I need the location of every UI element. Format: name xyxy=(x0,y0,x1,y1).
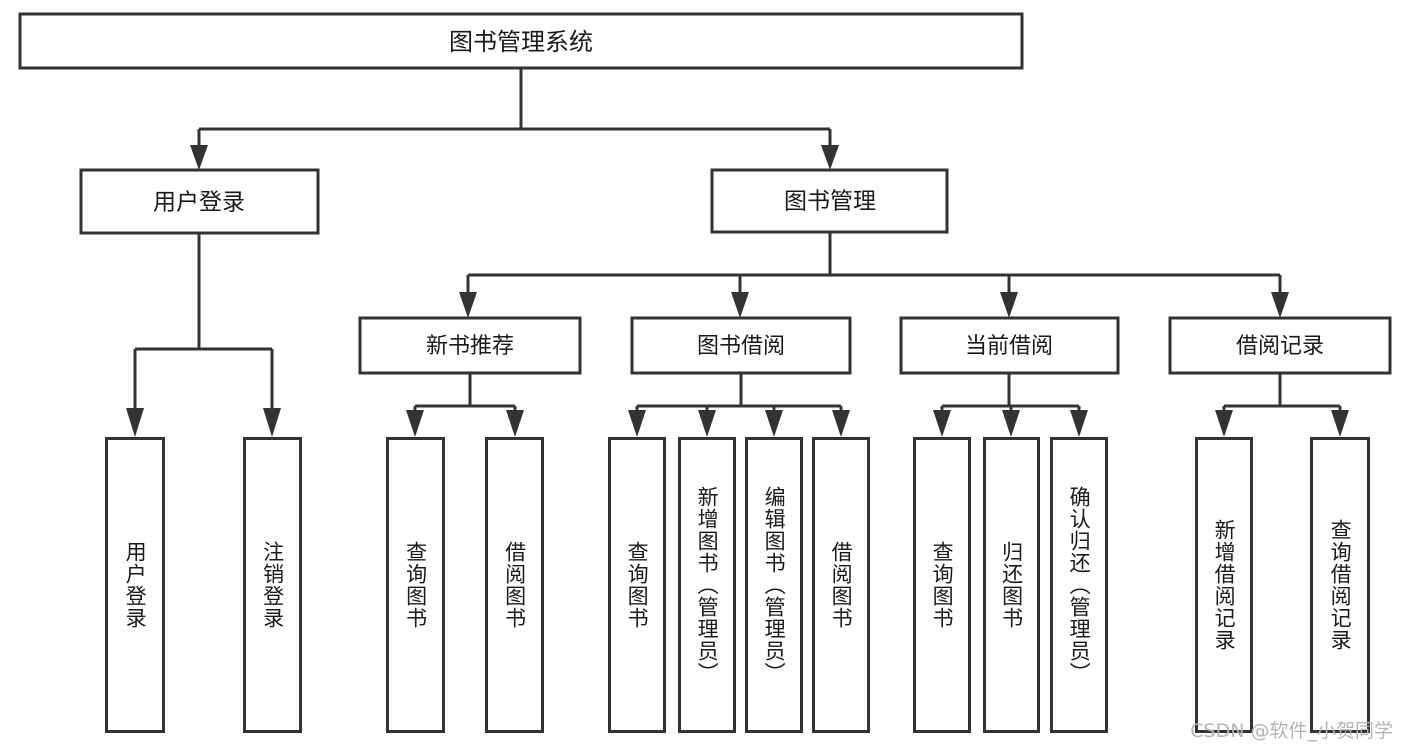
arrow-head-icon xyxy=(731,292,749,318)
node-leaf-add-record-label: 新增借阅记录 xyxy=(1212,519,1237,651)
node-book-borrow[interactable]: 图书借阅 xyxy=(630,316,852,375)
node-book-manage-label: 图书管理 xyxy=(784,189,876,215)
node-leaf-query-book-cur[interactable]: 查询图书 xyxy=(913,437,971,733)
node-leaf-borrow-book-rec[interactable]: 借阅图书 xyxy=(485,437,544,733)
node-book-borrow-label: 图书借阅 xyxy=(697,334,785,359)
node-leaf-borrow-book-rec-label: 借阅图书 xyxy=(502,541,527,629)
arrow-head-icon xyxy=(506,410,524,437)
node-new-book-rec[interactable]: 新书推荐 xyxy=(358,316,582,375)
arrow-head-icon xyxy=(1271,292,1289,318)
arrow-head-icon xyxy=(1331,410,1349,437)
node-new-book-rec-label: 新书推荐 xyxy=(426,334,514,359)
node-root-label: 图书管理系统 xyxy=(449,28,593,56)
node-leaf-confirm-return[interactable]: 确认归还（管理员） xyxy=(1050,437,1108,733)
arrow-head-icon xyxy=(765,410,783,437)
connector-borrowrecord-to-leaves xyxy=(1215,373,1349,437)
arrow-head-icon xyxy=(832,410,850,437)
arrow-head-icon xyxy=(1070,410,1088,437)
arrow-head-icon xyxy=(628,410,646,437)
node-leaf-user-logout-label: 注销登录 xyxy=(260,541,285,629)
node-leaf-query-record[interactable]: 查询借阅记录 xyxy=(1310,437,1370,733)
node-leaf-borrow-book-bor-label: 借阅图书 xyxy=(829,541,854,629)
node-leaf-query-record-label: 查询借阅记录 xyxy=(1328,519,1353,651)
arrow-head-icon xyxy=(459,292,477,318)
arrow-head-icon xyxy=(1215,410,1233,437)
arrow-head-icon xyxy=(1000,292,1018,318)
node-borrow-record[interactable]: 借阅记录 xyxy=(1168,316,1392,375)
node-leaf-add-record[interactable]: 新增借阅记录 xyxy=(1195,437,1253,733)
node-leaf-borrow-book-bor[interactable]: 借阅图书 xyxy=(812,437,870,733)
node-leaf-add-book[interactable]: 新增图书（管理员） xyxy=(678,437,736,733)
node-leaf-query-book-bor[interactable]: 查询图书 xyxy=(608,437,666,733)
node-leaf-user-login[interactable]: 用户登录 xyxy=(105,437,165,733)
node-leaf-user-login-label: 用户登录 xyxy=(123,541,148,629)
node-leaf-add-book-label: 新增图书（管理员） xyxy=(695,486,720,684)
arrow-head-icon xyxy=(263,408,281,437)
arrow-head-icon xyxy=(126,408,144,437)
connector-bookmanage-to-level2 xyxy=(459,232,1289,318)
connector-newbookrec-to-leaves xyxy=(406,373,524,437)
node-book-manage[interactable]: 图书管理 xyxy=(710,168,949,234)
node-user-login[interactable]: 用户登录 xyxy=(79,168,320,235)
node-leaf-user-logout[interactable]: 注销登录 xyxy=(243,437,302,733)
node-leaf-confirm-return-label: 确认归还（管理员） xyxy=(1067,486,1092,684)
node-leaf-edit-book[interactable]: 编辑图书（管理员） xyxy=(745,437,803,733)
arrow-head-icon xyxy=(933,410,951,437)
connector-currentborrow-to-leaves xyxy=(933,373,1088,437)
node-current-borrow-label: 当前借阅 xyxy=(965,334,1053,359)
connector-root-to-level1 xyxy=(190,68,839,170)
node-borrow-record-label: 借阅记录 xyxy=(1236,334,1324,359)
node-leaf-return-book-label: 归还图书 xyxy=(999,541,1024,629)
node-root[interactable]: 图书管理系统 xyxy=(18,12,1024,70)
node-leaf-edit-book-label: 编辑图书（管理员） xyxy=(762,486,787,684)
node-leaf-query-book-cur-label: 查询图书 xyxy=(930,541,955,629)
node-leaf-return-book[interactable]: 归还图书 xyxy=(983,437,1040,733)
node-user-login-label: 用户登录 xyxy=(153,190,245,216)
connector-bookborrow-to-leaves xyxy=(628,373,850,437)
arrow-head-icon xyxy=(698,410,716,437)
arrow-head-icon xyxy=(821,145,839,170)
node-current-borrow[interactable]: 当前借阅 xyxy=(899,316,1120,375)
node-leaf-query-book-rec[interactable]: 查询图书 xyxy=(386,437,445,733)
node-leaf-query-book-bor-label: 查询图书 xyxy=(625,541,650,629)
arrow-head-icon xyxy=(406,410,424,437)
arrow-head-icon xyxy=(1002,410,1020,437)
arrow-head-icon xyxy=(190,145,208,170)
connector-userlogin-to-leaves xyxy=(126,233,281,437)
node-leaf-query-book-rec-label: 查询图书 xyxy=(403,541,428,629)
